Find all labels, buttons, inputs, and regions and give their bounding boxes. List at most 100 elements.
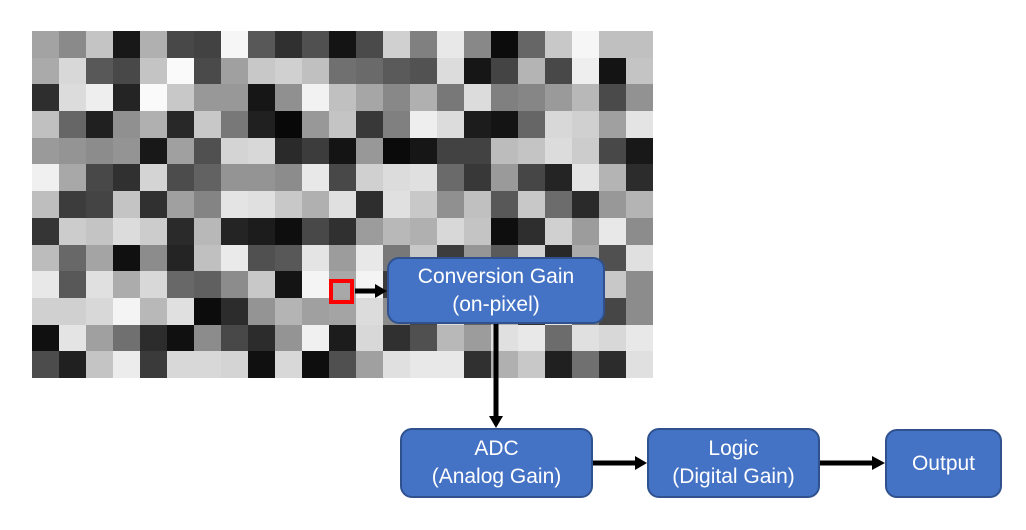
pixel-cell <box>59 31 86 58</box>
conversion-gain-label-line1: Conversion Gain <box>417 264 575 288</box>
pixel-cell <box>518 57 545 85</box>
arrow-logic-to-output <box>820 456 885 470</box>
pixel-cell <box>113 324 140 352</box>
pixel-cell <box>626 111 653 138</box>
pixel-cell <box>356 324 383 352</box>
pixel-cell <box>167 111 194 138</box>
pixel-cell <box>329 57 356 85</box>
pixel-cell <box>491 191 518 218</box>
pixel-cell <box>626 31 653 58</box>
conversion-gain-node: Conversion Gain (on-pixel) <box>387 257 605 324</box>
pixel-cell <box>437 217 464 245</box>
pixel-cell <box>599 137 626 165</box>
pixel-cell <box>248 31 275 58</box>
pixel-cell <box>410 217 437 245</box>
pixel-cell <box>59 137 86 165</box>
pixel-cell <box>86 324 113 352</box>
pixel-cell <box>491 217 518 245</box>
pixel-cell <box>86 297 113 325</box>
pixel-cell <box>86 351 113 378</box>
pixel-cell <box>59 57 86 85</box>
pixel-cell <box>356 297 383 325</box>
pixel-cell <box>113 244 140 272</box>
pixel-cell <box>194 31 221 58</box>
pixel-cell <box>302 217 329 245</box>
pixel-cell <box>32 191 59 218</box>
pixel-cell <box>86 84 113 112</box>
pixel-cell <box>572 217 599 245</box>
pixel-cell <box>599 217 626 245</box>
pixel-cell <box>221 111 248 138</box>
pixel-cell <box>302 351 329 378</box>
pixel-cell <box>59 164 86 192</box>
pixel-cell <box>113 164 140 192</box>
pixel-cell <box>410 324 437 352</box>
pixel-cell <box>437 31 464 58</box>
pixel-cell <box>437 351 464 378</box>
pixel-cell <box>329 111 356 138</box>
pixel-cell <box>329 191 356 218</box>
pixel-cell <box>32 217 59 245</box>
pixel-cell <box>599 164 626 192</box>
pixel-cell <box>356 191 383 218</box>
pixel-cell <box>221 57 248 85</box>
adc-label-line1: ADC <box>474 437 519 460</box>
pixel-cell <box>59 84 86 112</box>
pixel-cell <box>329 217 356 245</box>
adc-node: ADC (Analog Gain) <box>400 428 593 498</box>
pixel-cell <box>113 271 140 298</box>
pixel-cell <box>32 164 59 192</box>
pixel-cell <box>32 137 59 165</box>
pixel-cell <box>32 84 59 112</box>
pixel-cell <box>275 31 302 58</box>
pixel-cell <box>194 244 221 272</box>
pixel-cell <box>194 137 221 165</box>
pixel-cell <box>572 31 599 58</box>
pixel-cell <box>626 297 653 325</box>
pixel-cell <box>167 351 194 378</box>
pixel-cell <box>275 297 302 325</box>
pixel-cell <box>32 297 59 325</box>
pixel-cell <box>572 324 599 352</box>
pixel-cell <box>356 137 383 165</box>
pixel-cell <box>302 244 329 272</box>
pixel-cell <box>221 244 248 272</box>
pixel-cell <box>113 31 140 58</box>
pixel-cell <box>275 57 302 85</box>
pixel-cell <box>248 324 275 352</box>
pixel-cell <box>464 57 491 85</box>
pixel-cell <box>518 324 545 352</box>
pixel-cell <box>302 111 329 138</box>
output-node: Output <box>885 429 1002 498</box>
pixel-cell <box>572 191 599 218</box>
pixel-cell <box>167 191 194 218</box>
pixel-cell <box>545 84 572 112</box>
pixel-cell <box>302 137 329 165</box>
pixel-cell <box>59 191 86 218</box>
selected-pixel-highlight <box>329 279 354 304</box>
pixel-cell <box>356 57 383 85</box>
pixel-cell <box>491 351 518 378</box>
pixel-cell <box>86 57 113 85</box>
pixel-cell <box>194 351 221 378</box>
pixel-cell <box>410 191 437 218</box>
pixel-cell <box>518 137 545 165</box>
pixel-cell <box>194 217 221 245</box>
pixel-cell <box>32 31 59 58</box>
pixel-cell <box>275 271 302 298</box>
pixel-cell <box>383 137 410 165</box>
pixel-cell <box>599 111 626 138</box>
pixel-cell <box>464 164 491 192</box>
pixel-cell <box>86 111 113 138</box>
pixel-cell <box>302 57 329 85</box>
pixel-cell <box>86 137 113 165</box>
pixel-cell <box>626 351 653 378</box>
pixel-cell <box>140 31 167 58</box>
pixel-cell <box>59 217 86 245</box>
pixel-cell <box>248 57 275 85</box>
pixel-cell <box>518 217 545 245</box>
pixel-cell <box>356 271 383 298</box>
pixel-cell <box>383 111 410 138</box>
pixel-cell <box>302 271 329 298</box>
pixel-cell <box>32 324 59 352</box>
